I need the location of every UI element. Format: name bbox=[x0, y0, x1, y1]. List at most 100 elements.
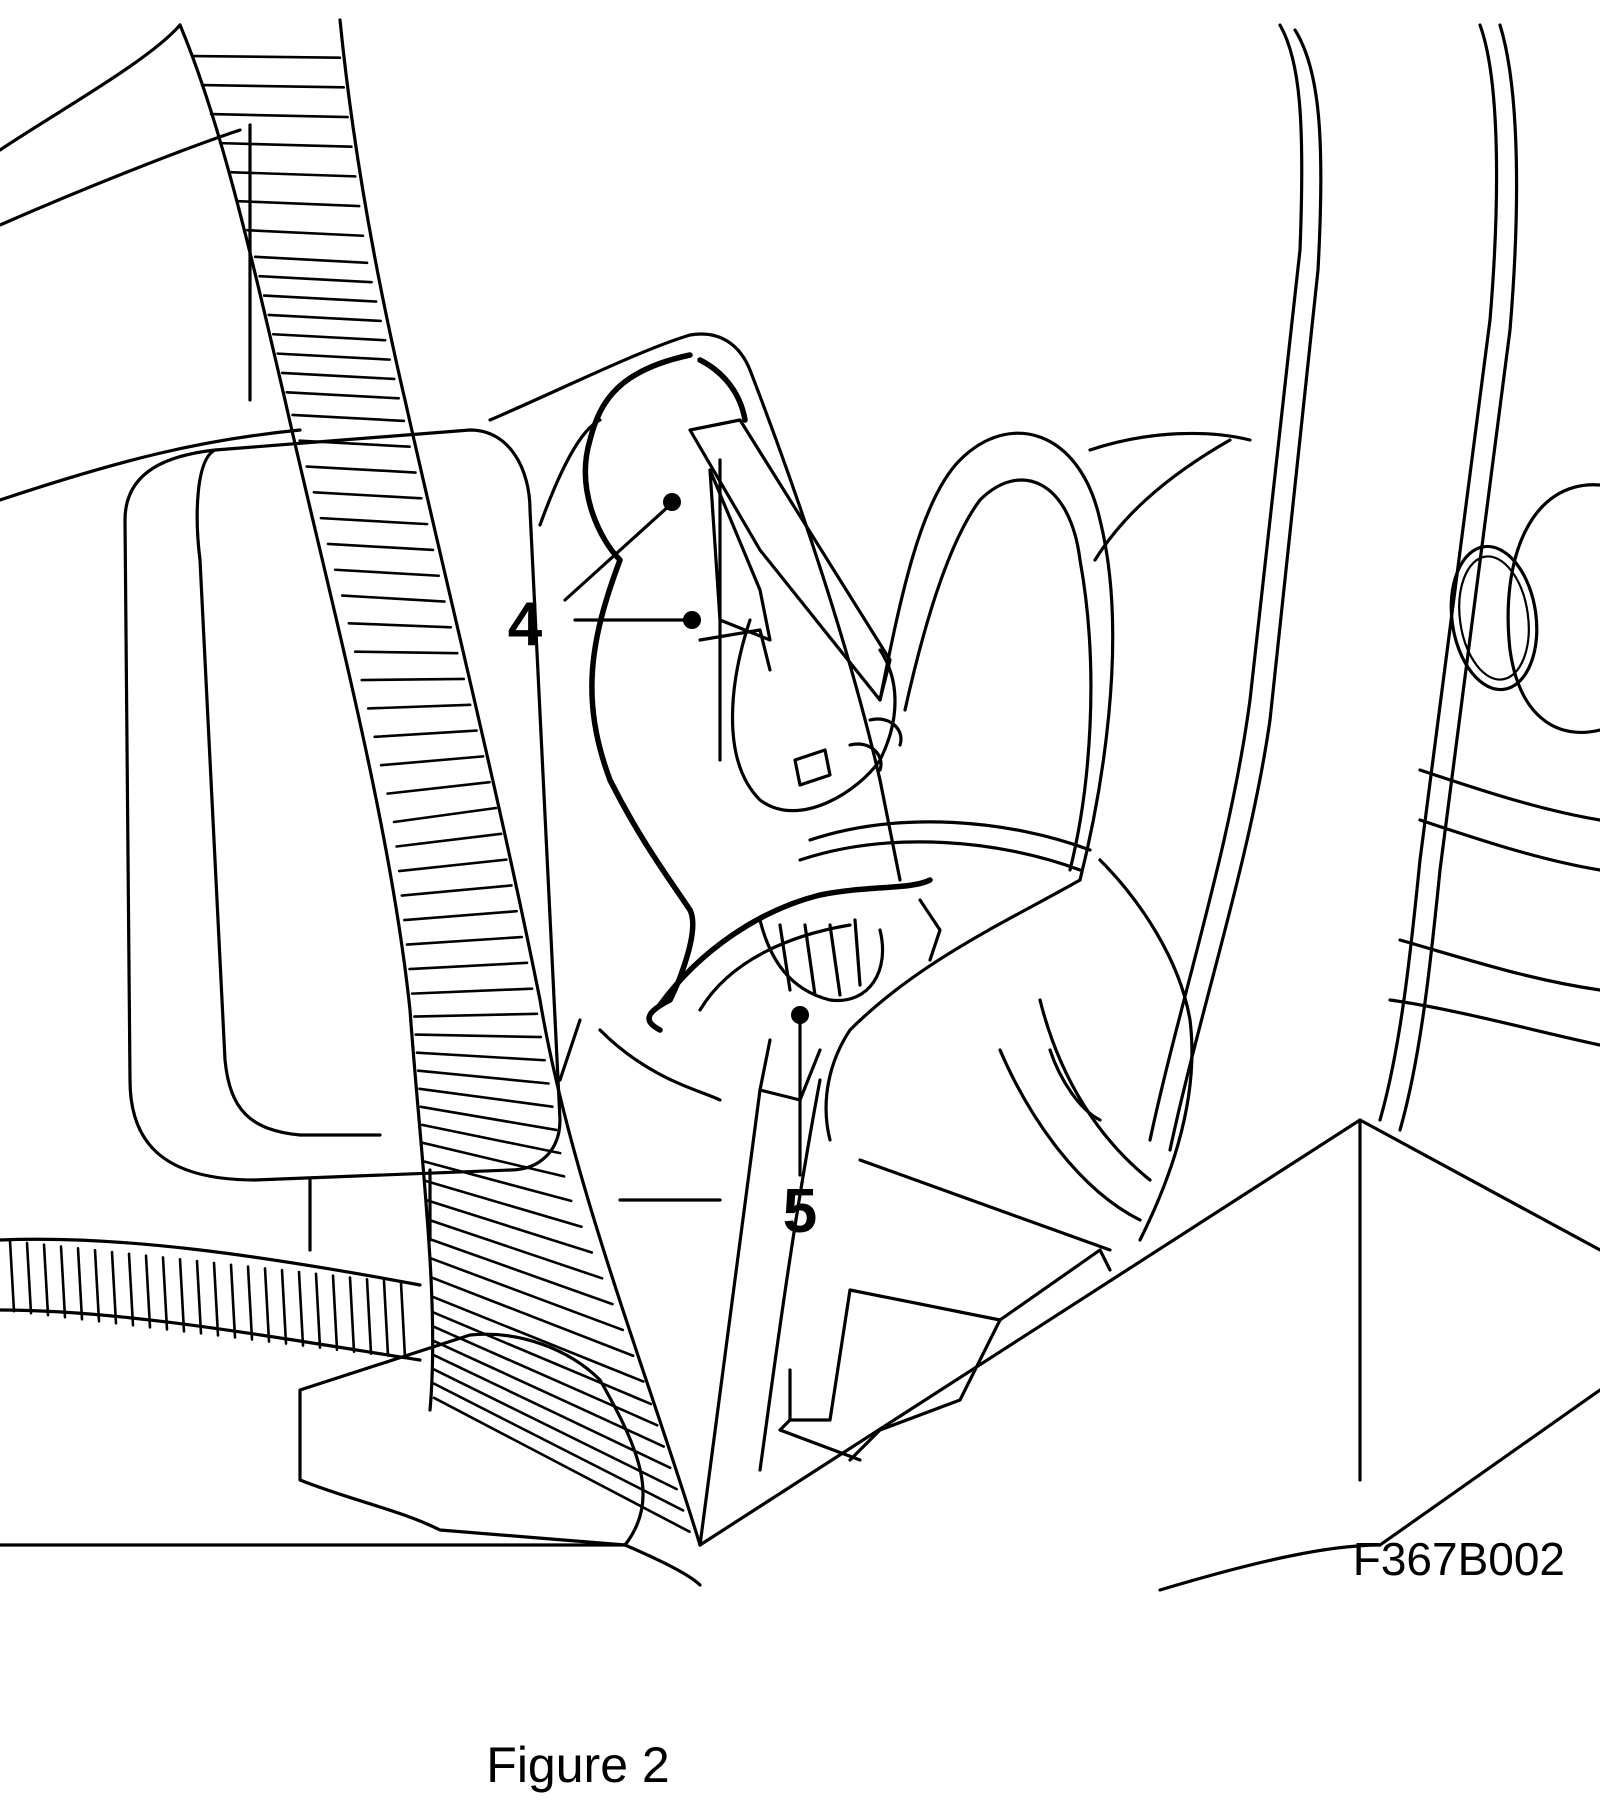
callout-4-dot-lower bbox=[683, 611, 701, 629]
harness-rib bbox=[347, 621, 453, 629]
harness-rib bbox=[432, 1325, 659, 1427]
harness-rib bbox=[333, 568, 441, 578]
harness-rib bbox=[319, 516, 429, 526]
harness-rib bbox=[424, 1179, 583, 1229]
callout-4-label: 4 bbox=[508, 590, 543, 659]
figure-caption: Figure 2 bbox=[486, 1737, 669, 1793]
harness-rib bbox=[59, 1245, 67, 1319]
harness-rib bbox=[271, 332, 387, 342]
harness-rib bbox=[276, 352, 392, 361]
callout-5-label: 5 bbox=[783, 1177, 817, 1246]
connector-body bbox=[688, 418, 903, 813]
harness-rib bbox=[413, 1012, 539, 1018]
harness-rib bbox=[236, 199, 361, 208]
harness-rib bbox=[420, 1123, 562, 1155]
harness-rib bbox=[144, 1254, 152, 1329]
harness-rib bbox=[400, 884, 513, 897]
door-pillars bbox=[1148, 23, 1519, 1152]
sensor-cable-loop bbox=[878, 431, 1232, 882]
harness-rib bbox=[422, 1141, 566, 1178]
harness-rib bbox=[399, 1281, 407, 1360]
harness-rib bbox=[348, 1276, 356, 1353]
harness-rib bbox=[285, 391, 401, 400]
harness-rib bbox=[418, 1087, 554, 1109]
harness-rib bbox=[432, 1353, 672, 1470]
harness-rib bbox=[386, 780, 491, 795]
harness-rib bbox=[432, 1311, 653, 1406]
callout-leaders bbox=[563, 493, 809, 1177]
harness-rib bbox=[267, 313, 382, 323]
harness-rib bbox=[195, 1259, 203, 1335]
harness-rib bbox=[245, 228, 365, 238]
harness-rib bbox=[253, 255, 369, 265]
harness-rib bbox=[397, 858, 508, 873]
harness-rib bbox=[212, 1261, 220, 1337]
harness-rib bbox=[218, 141, 353, 149]
harness-rib bbox=[161, 1256, 169, 1331]
harness-rib bbox=[423, 1160, 573, 1203]
harness-rib bbox=[178, 1257, 186, 1333]
harness-rib bbox=[229, 1263, 237, 1339]
harness-rib bbox=[246, 1265, 254, 1341]
harness-rib bbox=[297, 1270, 305, 1347]
harness-rib bbox=[312, 491, 423, 500]
harness-rib bbox=[415, 1051, 547, 1062]
harness-rib bbox=[110, 1250, 118, 1325]
hose-clamp bbox=[657, 820, 1092, 1012]
harness-rib bbox=[93, 1248, 101, 1323]
harness-rib bbox=[76, 1247, 84, 1321]
harness-rib bbox=[314, 1272, 322, 1349]
harness-rib bbox=[395, 832, 503, 848]
harness-rib bbox=[263, 1267, 271, 1343]
callout-5-dot bbox=[791, 1006, 809, 1024]
harness-rib bbox=[416, 1069, 550, 1085]
sensor-mount-plate bbox=[488, 332, 902, 1033]
harness-rib bbox=[432, 1396, 691, 1534]
harness-rib bbox=[331, 1274, 339, 1351]
harness-rib bbox=[191, 54, 342, 59]
harness-rib bbox=[305, 465, 417, 474]
callout-4-dot-upper bbox=[663, 493, 681, 511]
harness-rib bbox=[428, 1237, 614, 1306]
harness-rib bbox=[392, 806, 498, 824]
harness-rib bbox=[326, 542, 435, 552]
harness-rib bbox=[340, 594, 446, 603]
harness-rib bbox=[431, 1276, 635, 1358]
lower-plate bbox=[698, 1118, 1600, 1547]
harness-rib bbox=[262, 294, 378, 303]
bottom-curve bbox=[1158, 1388, 1600, 1592]
side-panel-grommet bbox=[1358, 483, 1600, 1482]
harness-rib bbox=[209, 112, 349, 119]
harness-rib bbox=[382, 1279, 390, 1358]
harness-rib bbox=[353, 650, 459, 655]
harness-rib bbox=[227, 170, 357, 178]
corrugated-harness-vertical bbox=[178, 18, 702, 1547]
harness-rib bbox=[427, 1218, 604, 1280]
lower-bracket bbox=[0, 1332, 702, 1587]
drawing-code: F367B002 bbox=[1353, 1533, 1565, 1585]
harness-rib bbox=[8, 1239, 16, 1313]
harness-rib bbox=[414, 1033, 543, 1039]
harness-rib bbox=[42, 1243, 50, 1317]
harness-rib bbox=[280, 1268, 288, 1345]
harness-rib bbox=[429, 1257, 625, 1332]
harness-rib bbox=[405, 935, 524, 946]
harness-rib bbox=[379, 755, 485, 767]
harness-rib bbox=[360, 677, 466, 682]
harness-rib bbox=[258, 274, 373, 284]
left-module bbox=[123, 428, 562, 1252]
harness-rib bbox=[425, 1199, 594, 1254]
harness-rib bbox=[419, 1105, 558, 1132]
harness-rib bbox=[432, 1368, 678, 1491]
harness-rib bbox=[373, 729, 478, 739]
harness-rib bbox=[366, 703, 472, 710]
harness-rib bbox=[432, 1295, 645, 1383]
body-panel-lines bbox=[0, 23, 302, 502]
harness-rib bbox=[200, 83, 346, 89]
harness-rib bbox=[280, 371, 396, 381]
harness-rib bbox=[25, 1241, 33, 1315]
corrugated-harness-horizontal bbox=[0, 1237, 422, 1362]
harness-rib bbox=[410, 987, 534, 995]
wheel-arch-panel bbox=[824, 431, 1252, 1252]
